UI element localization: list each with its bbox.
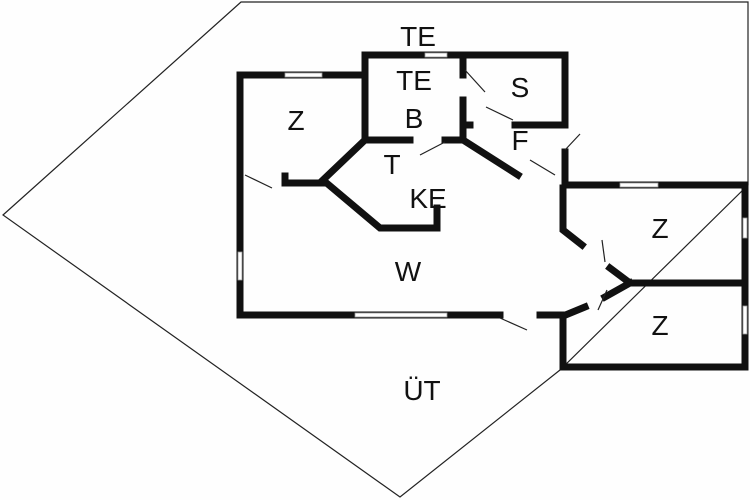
- room-label-te-top: TE: [400, 21, 436, 52]
- room-label-z-right-bottom: Z: [651, 310, 668, 341]
- room-label-z-right-top: Z: [651, 213, 668, 244]
- room-label-ke: KE: [409, 183, 446, 214]
- room-label-w: W: [395, 256, 422, 287]
- windows: [237, 52, 748, 335]
- room-label-t: T: [383, 149, 400, 180]
- door-swings: [244, 69, 608, 331]
- room-label-s: S: [511, 72, 530, 103]
- room-label-te-inner: TE: [396, 65, 432, 96]
- walls: [236, 51, 749, 371]
- room-label-b: B: [405, 103, 424, 134]
- room-label-f: F: [511, 125, 528, 156]
- room-label-z-left: Z: [287, 105, 304, 136]
- room-label-ut: ÜT: [403, 375, 440, 406]
